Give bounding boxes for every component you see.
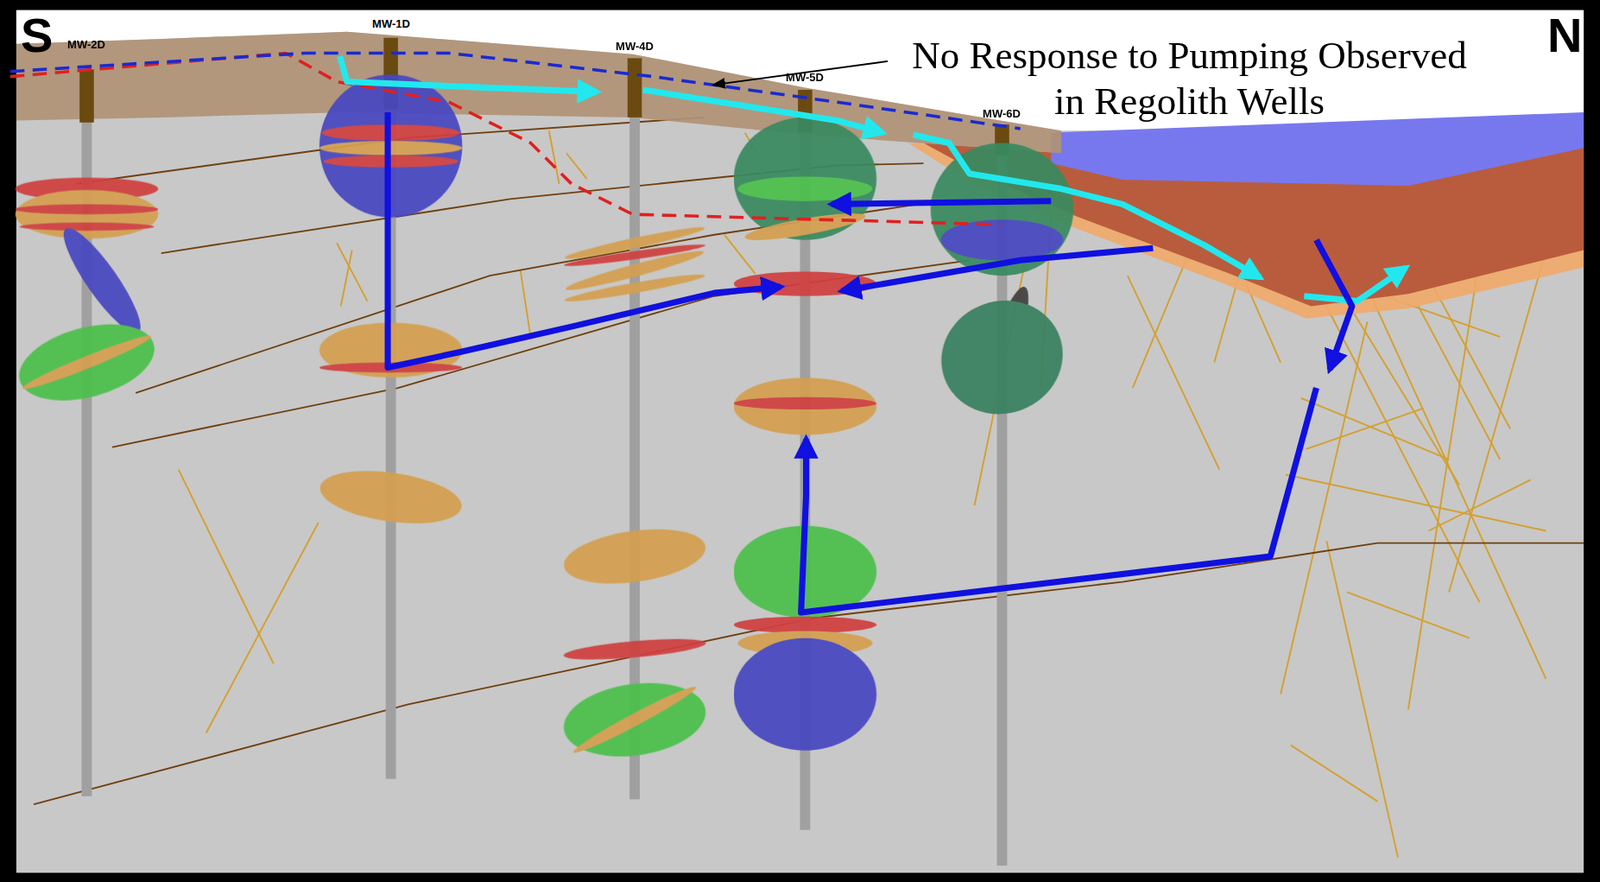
well-label: MW-1D <box>372 17 411 31</box>
fracture-disc <box>560 520 709 592</box>
well-label: MW-6D <box>982 107 1021 121</box>
strata-line <box>112 259 970 447</box>
fracture-line <box>566 152 588 179</box>
direction-letter: N <box>1547 10 1582 61</box>
fracture-disc <box>733 377 877 435</box>
surface-water <box>1050 112 1584 186</box>
fracture-line <box>1280 321 1367 694</box>
fracture-line <box>520 270 532 337</box>
surface-water <box>1050 112 1584 186</box>
fracture-line <box>1326 306 1480 603</box>
fracture-disc <box>558 674 710 766</box>
fracture-line <box>341 250 353 307</box>
fracture-disc <box>53 220 152 342</box>
fracture-line <box>1347 591 1470 638</box>
fracture-disc <box>18 222 154 231</box>
fracture-disc <box>10 310 163 414</box>
bedrock-flow-arrow <box>831 201 1051 205</box>
well-label: MW-2D <box>67 37 106 51</box>
fracture-disc <box>19 330 153 394</box>
fracture-line <box>1357 265 1547 679</box>
fracture-disc <box>15 203 159 215</box>
bedrock-flow-arrow <box>1315 240 1352 370</box>
fracture-disc <box>570 681 700 758</box>
well-heads <box>79 37 1010 156</box>
fracture-disc <box>562 634 707 664</box>
fracture-line <box>1418 306 1501 460</box>
regolith-flow-arrow <box>340 56 598 92</box>
bedrock-flow-arrow <box>387 112 781 367</box>
bedrock-flow-arrow <box>801 387 1317 613</box>
fracture-line <box>1428 479 1531 531</box>
well-label: MW-5D <box>785 70 824 84</box>
fracture-disc <box>925 283 1080 431</box>
fracture-line <box>206 522 319 733</box>
callout-leader <box>714 61 888 85</box>
fracture-disc <box>737 176 873 201</box>
fracture-disc <box>743 208 867 246</box>
water-table-lines <box>10 52 1021 225</box>
regolith-flow-arrow <box>643 89 884 133</box>
well-head <box>79 69 95 122</box>
fracture-line <box>1301 398 1449 460</box>
fracture-line <box>1290 745 1378 802</box>
water-table-line <box>10 52 1000 225</box>
water-table-line <box>10 52 1021 128</box>
fracture-line <box>1127 275 1220 470</box>
well-casings <box>82 40 1008 866</box>
fracture-disc <box>733 638 877 751</box>
background <box>16 10 1584 873</box>
fracture-line <box>1326 540 1398 857</box>
regolith-flow-arrow <box>1303 267 1406 302</box>
fracture-disc <box>733 271 877 296</box>
direction-letter: S <box>20 10 53 61</box>
fracture-disc <box>15 189 159 240</box>
fracture-line <box>724 234 755 274</box>
well-label: MW-4D <box>615 39 654 53</box>
fracture-discs <box>10 74 1079 765</box>
regolith-band <box>16 31 1062 154</box>
bedrock-flow-arrows <box>387 112 1353 613</box>
fracture-disc <box>733 397 877 410</box>
fracture-line <box>1285 474 1546 531</box>
well-head <box>627 57 643 118</box>
regolith-band <box>16 31 1062 154</box>
callout-leader <box>714 61 888 85</box>
fracture-disc <box>733 616 877 633</box>
fracture-line <box>1306 408 1424 450</box>
fracture-line <box>549 130 560 184</box>
fracture-disc <box>316 462 466 532</box>
bedrock-flow-arrow <box>841 247 1153 291</box>
fracture-disc <box>941 219 1064 260</box>
